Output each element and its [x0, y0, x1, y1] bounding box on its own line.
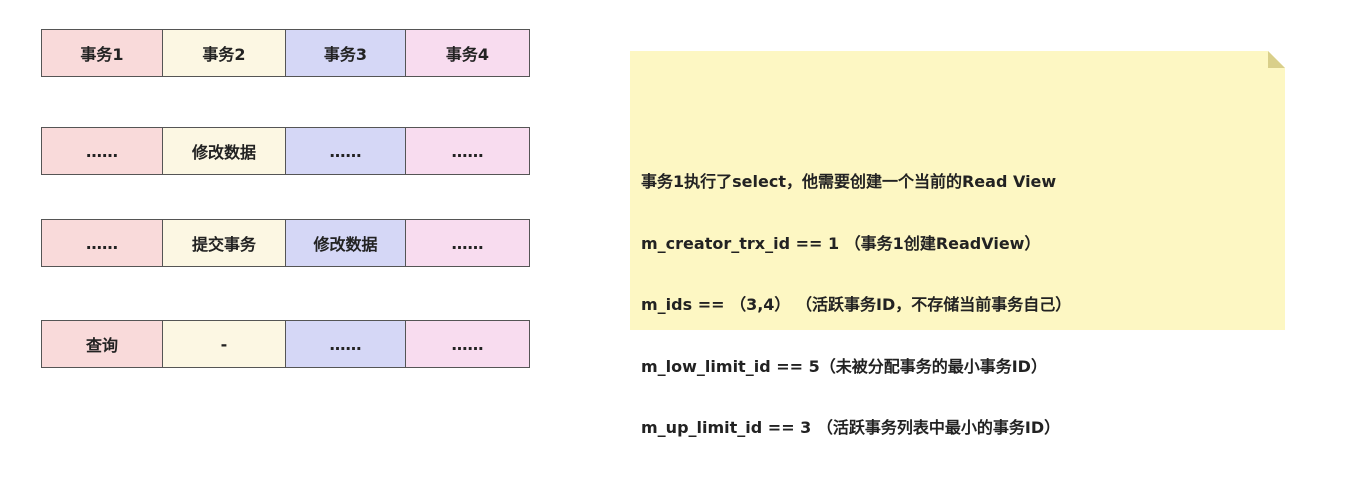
note-line-3: m_ids == （3,4） （活跃事务ID，不存储当前事务自己） — [641, 295, 1072, 314]
cell-tx4: …… — [405, 321, 529, 367]
note-body — [630, 51, 1285, 330]
note-line-4: m_low_limit_id == 5（未被分配事务的最小事务ID） — [641, 356, 1047, 376]
note-text: 事务1执行了select，他需要创建一个当前的Read View m_creat… — [641, 131, 1271, 480]
cell-tx2: - — [162, 321, 285, 367]
note-line-1: 事务1执行了select，他需要创建一个当前的Read View — [641, 172, 1057, 191]
cell-tx3: …… — [285, 321, 405, 367]
cell-tx3: 修改数据 — [285, 220, 405, 266]
cell-tx4: …… — [405, 128, 529, 174]
step-row-query: 查询 - …… …… — [41, 320, 530, 368]
cell-tx4: 事务4 — [405, 30, 529, 76]
cell-tx1: …… — [42, 128, 162, 174]
sticky-note-shape — [630, 51, 1285, 330]
sticky-note: 事务1执行了select，他需要创建一个当前的Read View m_creat… — [630, 51, 1285, 437]
note-line-5: m_up_limit_id == 3 （活跃事务列表中最小的事务ID） — [641, 418, 1061, 437]
cell-tx1: 事务1 — [42, 30, 162, 76]
cell-tx1: …… — [42, 220, 162, 266]
cell-tx1: 查询 — [42, 321, 162, 367]
cell-tx3: …… — [285, 128, 405, 174]
cell-tx4: …… — [405, 220, 529, 266]
step-row-modify: …… 修改数据 …… …… — [41, 127, 530, 175]
note-fold-icon — [1268, 51, 1285, 68]
transaction-header-row: 事务1 事务2 事务3 事务4 — [41, 29, 530, 77]
note-line-2: m_creator_trx_id == 1 （事务1创建ReadView） — [641, 233, 1041, 253]
step-row-commit: …… 提交事务 修改数据 …… — [41, 219, 530, 267]
cell-tx2: 提交事务 — [162, 220, 285, 266]
cell-tx2: 事务2 — [162, 30, 285, 76]
cell-tx3: 事务3 — [285, 30, 405, 76]
cell-tx2: 修改数据 — [162, 128, 285, 174]
